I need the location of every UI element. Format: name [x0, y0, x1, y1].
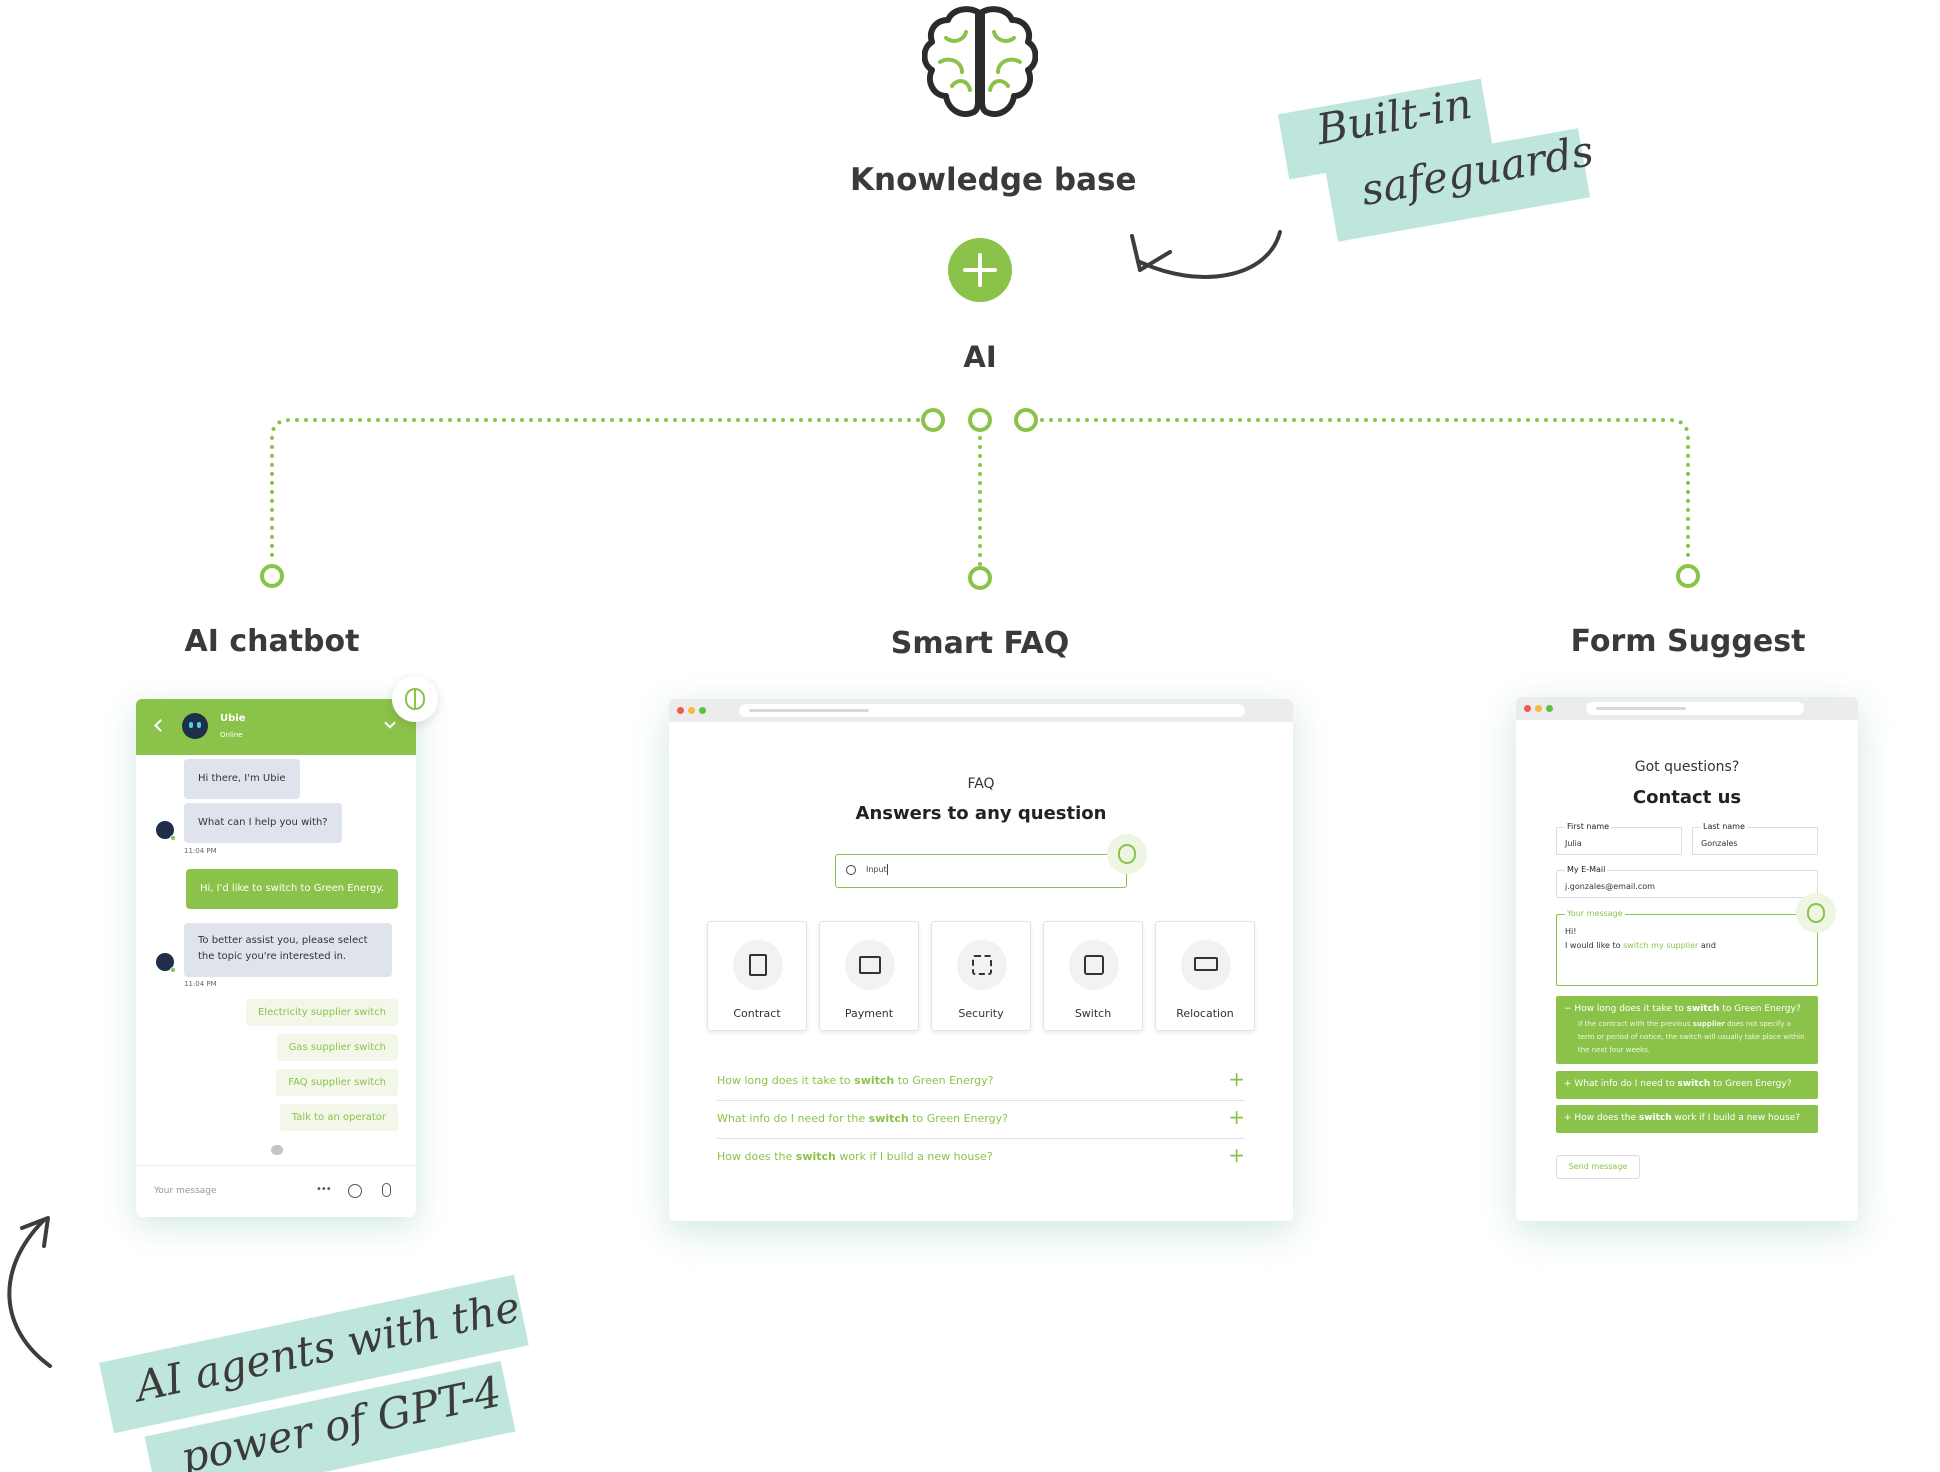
category-label: Relocation — [1176, 1007, 1234, 1020]
quick-reply-option[interactable]: Electricity supplier switch — [245, 999, 398, 1026]
email-field[interactable]: My E-Mail j.gonzales@email.com — [1556, 865, 1818, 898]
knowledge-base-title: Knowledge base — [850, 162, 1137, 198]
branch-title-form: Form Suggest — [1570, 624, 1806, 659]
faq-question[interactable]: What info do I need for the switch to Gr… — [717, 1101, 1245, 1139]
node-chatbot — [260, 564, 284, 588]
search-input[interactable]: Input — [866, 865, 887, 874]
node-hub-center — [968, 408, 992, 432]
form-heading: Contact us — [1632, 787, 1742, 808]
quick-reply-option[interactable]: Talk to an operator — [279, 1104, 398, 1131]
bot-avatar — [182, 713, 208, 739]
user-message: Hi, I'd like to switch to Green Energy. — [186, 869, 398, 909]
curved-arrow-icon — [1130, 230, 1282, 279]
browser-toolbar — [1516, 697, 1858, 720]
branch-title-faq: Smart FAQ — [890, 626, 1070, 661]
node-hub-right — [1014, 408, 1038, 432]
faq-eyebrow: FAQ — [967, 776, 995, 792]
faq-category-security[interactable]: Security — [931, 921, 1031, 1031]
form-eyebrow: Got questions? — [1634, 759, 1740, 775]
contact-form-window: Got questions? Contact us First name Jul… — [1516, 697, 1858, 1221]
bot-status: Online — [220, 731, 243, 739]
faq-search[interactable]: Input — [835, 854, 1127, 888]
suggestion-collapsed[interactable]: + What info do I need to switch to Green… — [1556, 1071, 1818, 1099]
send-message-button[interactable]: Send message — [1556, 1155, 1640, 1179]
last-name-field[interactable]: Last name Gonzales — [1692, 822, 1818, 855]
category-label: Security — [958, 1007, 1004, 1020]
category-label: Payment — [844, 1007, 894, 1020]
typing-icon — [271, 1145, 283, 1155]
quick-reply-option[interactable]: FAQ supplier switch — [276, 1069, 398, 1096]
brain-badge-icon — [1796, 893, 1836, 933]
suggestion-answer: If the contract with the previous suppli… — [1578, 1020, 1805, 1054]
chevron-down-icon[interactable] — [384, 717, 396, 729]
expand-icon[interactable]: + — [1228, 1067, 1245, 1091]
bot-avatar — [156, 953, 176, 973]
node-faq — [968, 566, 992, 590]
expand-icon[interactable]: + — [1228, 1143, 1245, 1167]
category-label: Switch — [1074, 1007, 1112, 1020]
chat-input-bar: Your message ••• — [136, 1165, 416, 1217]
expand-icon[interactable]: + — [1228, 1105, 1245, 1129]
message-field[interactable]: Your message Hi! I would like to switch … — [1556, 909, 1818, 986]
message-input[interactable]: Your message — [154, 1186, 217, 1196]
curved-arrow-icon — [7, 1216, 52, 1368]
chevron-left-icon[interactable] — [154, 719, 167, 732]
faq-question[interactable]: How long does it take to switch to Green… — [717, 1063, 1245, 1101]
suggestion-collapsed[interactable]: + How does the switch work if I build a … — [1556, 1105, 1818, 1133]
security-icon — [957, 940, 1007, 990]
connector-right — [1040, 418, 1690, 565]
quick-reply-option[interactable]: Gas supplier switch — [276, 1034, 398, 1061]
message-time: 11:04 PM — [184, 980, 217, 988]
faq-category-contract[interactable]: Contract — [707, 921, 807, 1031]
first-name-field[interactable]: First name Julia — [1556, 822, 1682, 855]
chat-header: Ubie Online — [136, 699, 416, 755]
faq-heading: Answers to any question — [855, 803, 1107, 824]
bot-avatar — [156, 821, 176, 841]
plus-circle-icon — [948, 238, 1012, 302]
chatbot-widget: Ubie Online Hi there, I'm Ubie What can … — [136, 699, 416, 1217]
emoji-icon[interactable] — [348, 1184, 362, 1198]
truck-icon — [1181, 940, 1231, 990]
message-time: 11:04 PM — [184, 847, 217, 855]
bot-message: To better assist you, please select the … — [184, 923, 392, 977]
search-icon — [846, 865, 856, 875]
branch-title-chatbot: AI chatbot — [184, 624, 360, 659]
address-bar[interactable] — [739, 704, 1245, 717]
faq-question[interactable]: How does the switch work if I build a ne… — [717, 1143, 1245, 1167]
brain-icon — [922, 6, 1038, 117]
address-bar[interactable] — [1586, 702, 1804, 715]
faq-category-payment[interactable]: Payment — [819, 921, 919, 1031]
brain-badge-icon — [1107, 834, 1147, 874]
browser-toolbar — [669, 699, 1293, 722]
connector-left — [270, 418, 920, 565]
switch-icon — [1069, 940, 1119, 990]
node-hub-left — [921, 408, 945, 432]
payment-icon — [845, 940, 895, 990]
bot-name: Ubie — [220, 713, 246, 724]
bot-message: What can I help you with? — [184, 803, 342, 843]
more-icon[interactable]: ••• — [316, 1184, 332, 1195]
faq-category-relocation[interactable]: Relocation — [1155, 921, 1255, 1031]
suggestion-expanded[interactable]: − How long does it take to switch to Gre… — [1556, 996, 1818, 1064]
bot-message: Hi there, I'm Ubie — [184, 759, 300, 799]
faq-category-switch[interactable]: Switch — [1043, 921, 1143, 1031]
node-form — [1676, 564, 1700, 588]
category-label: Contract — [733, 1007, 781, 1020]
ai-label: AI — [963, 340, 997, 374]
brain-badge-icon — [392, 676, 438, 722]
microphone-icon[interactable] — [382, 1183, 391, 1197]
contract-icon — [733, 940, 783, 990]
faq-window: FAQ Answers to any question Input Contra… — [669, 699, 1293, 1221]
